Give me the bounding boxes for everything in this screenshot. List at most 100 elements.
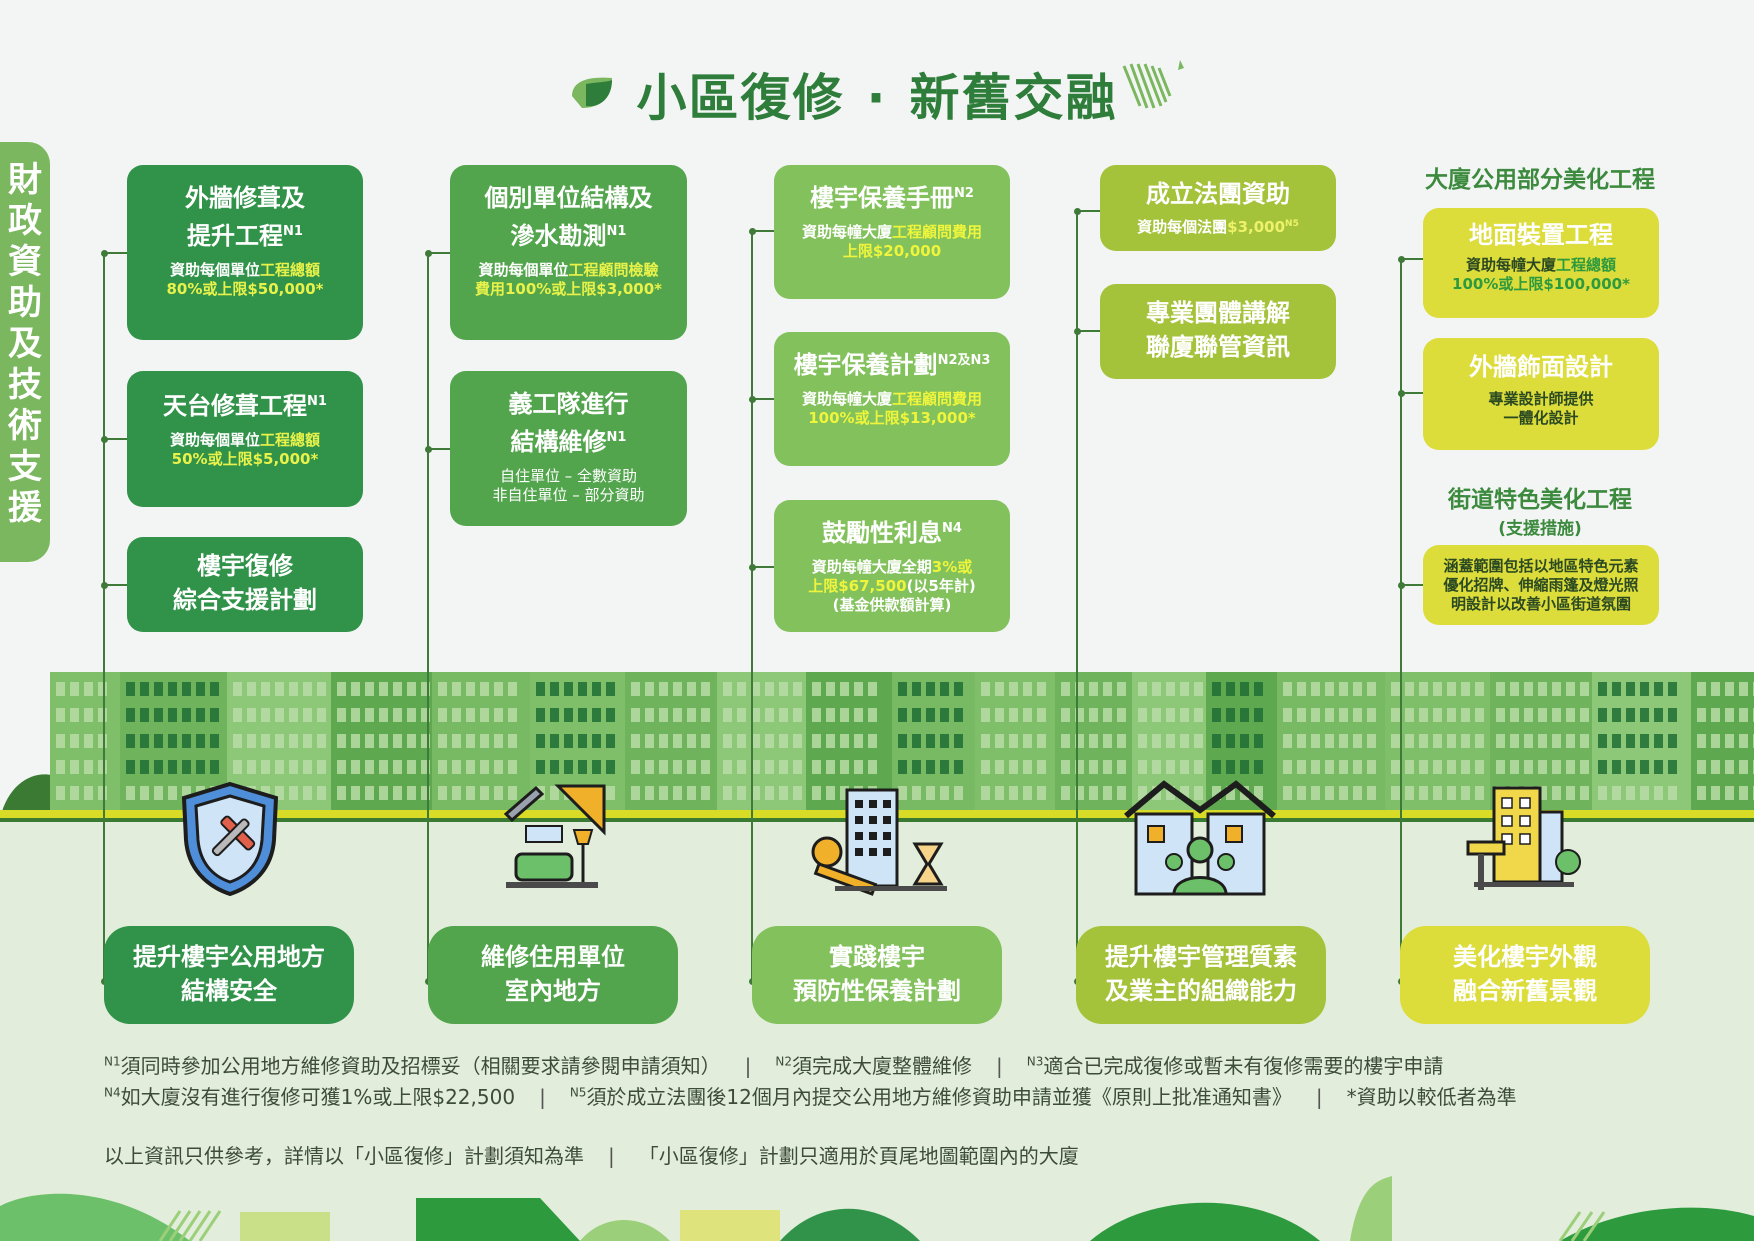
building-window <box>578 760 587 774</box>
building-window <box>1566 682 1575 696</box>
building-window <box>1009 760 1018 774</box>
building-window <box>1037 760 1046 774</box>
building-window <box>912 760 921 774</box>
building-window <box>466 786 475 800</box>
building-window <box>1311 682 1320 696</box>
building-window <box>737 760 746 774</box>
building-window <box>452 786 461 800</box>
building-window <box>1152 734 1161 748</box>
building-window <box>687 682 696 696</box>
building-window <box>631 760 640 774</box>
building-window <box>564 708 573 722</box>
building-window <box>1152 760 1161 774</box>
building-window <box>645 682 654 696</box>
connector-horizontal <box>751 230 774 232</box>
building-window <box>1626 682 1635 696</box>
building-window <box>1311 734 1320 748</box>
building-window <box>233 734 242 748</box>
building-window <box>140 786 149 800</box>
building-window <box>407 708 416 722</box>
building-window <box>592 734 601 748</box>
building-window <box>1524 760 1533 774</box>
building-window <box>826 734 835 748</box>
building-window <box>673 708 682 722</box>
building-window <box>981 708 990 722</box>
building-window <box>438 786 447 800</box>
building-window <box>926 734 935 748</box>
building-window <box>701 760 710 774</box>
building-window <box>351 682 360 696</box>
building-window <box>981 760 990 774</box>
title-dot: · <box>866 69 888 127</box>
building-window <box>1339 708 1348 722</box>
building-window <box>303 760 312 774</box>
building-window <box>723 786 732 800</box>
building-window <box>1353 682 1362 696</box>
building-window <box>438 734 447 748</box>
building-window <box>826 708 835 722</box>
building-window <box>70 682 79 696</box>
building-window <box>1654 682 1663 696</box>
building-window <box>317 760 326 774</box>
building-window <box>317 734 326 748</box>
building-window <box>826 682 835 696</box>
building-window <box>303 708 312 722</box>
building-window <box>421 786 430 800</box>
building-window <box>701 786 710 800</box>
building-window <box>826 786 835 800</box>
building-window <box>261 682 270 696</box>
building-window <box>645 786 654 800</box>
building-window <box>854 734 863 748</box>
connector-vertical <box>427 252 429 980</box>
building-window <box>940 734 949 748</box>
building-window <box>1461 682 1470 696</box>
building-window <box>765 786 774 800</box>
building-window <box>1023 786 1032 800</box>
building-window <box>1212 786 1221 800</box>
building-window <box>868 682 877 696</box>
building-window <box>438 760 447 774</box>
building-window <box>1075 734 1084 748</box>
building-window <box>1138 760 1147 774</box>
building-window <box>182 760 191 774</box>
building-window <box>480 786 489 800</box>
building-window <box>1023 734 1032 748</box>
building-window <box>247 760 256 774</box>
building-window <box>1461 708 1470 722</box>
building-window <box>1654 760 1663 774</box>
building-window <box>854 708 863 722</box>
building-window <box>168 708 177 722</box>
building-window <box>140 708 149 722</box>
building-window <box>1461 786 1470 800</box>
home-repair-icon <box>503 784 606 888</box>
building-window <box>1311 760 1320 774</box>
building-window <box>168 760 177 774</box>
building-window <box>1061 682 1070 696</box>
building-window <box>1739 760 1748 774</box>
building-window <box>1297 760 1306 774</box>
building-window <box>337 682 346 696</box>
building-window <box>737 682 746 696</box>
building-window <box>452 760 461 774</box>
connector-node <box>424 445 432 453</box>
building-window <box>1419 682 1428 696</box>
building-window <box>1711 786 1720 800</box>
building-window <box>631 682 640 696</box>
building-window <box>926 760 935 774</box>
connector-node <box>424 249 432 257</box>
building-window <box>940 708 949 722</box>
building-window <box>84 786 93 800</box>
building-window <box>793 682 802 696</box>
building-window <box>289 708 298 722</box>
building-window <box>98 734 107 748</box>
building-window <box>480 760 489 774</box>
building-window <box>337 734 346 748</box>
building-window <box>940 786 949 800</box>
connector-horizontal <box>103 438 127 440</box>
building-window <box>1311 786 1320 800</box>
building-window <box>981 786 990 800</box>
building-window <box>1510 708 1519 722</box>
building-window <box>659 760 668 774</box>
